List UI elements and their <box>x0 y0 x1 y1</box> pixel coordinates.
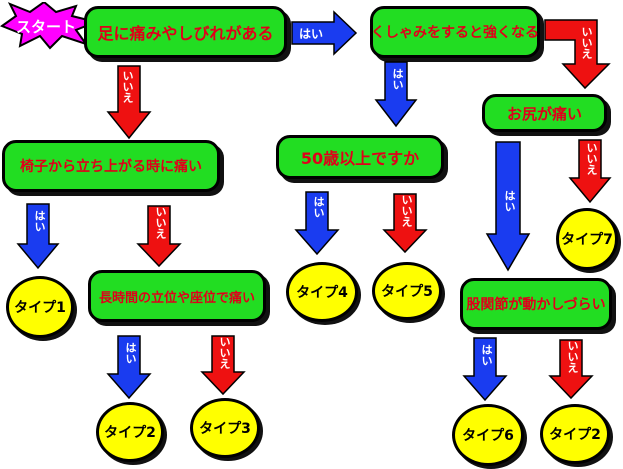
question-leg-pain-text: 足に痛みやしびれがある <box>97 24 274 43</box>
question-leg-pain: 足に痛みやしびれがある <box>84 6 287 58</box>
result-type7-text: タイプ7 <box>561 232 613 248</box>
question-hip-text: 股関節が動かしづらい <box>466 297 606 313</box>
result-type2-right: タイプ2 <box>540 404 610 464</box>
question-buttock: お尻が痛い <box>482 94 607 132</box>
arrow-yes-q5-t4 <box>294 191 340 256</box>
question-standing-up: 椅子から立ち上がる時に痛い <box>2 140 220 192</box>
question-sneeze: くしゃみをすると強くなる <box>370 6 540 58</box>
result-type6-text: タイプ6 <box>462 428 514 444</box>
arrow-no-q2-q3 <box>544 19 611 90</box>
question-long-posture-text: 長時間の立位や座位で痛い <box>98 290 255 306</box>
arrow-no-q6-t3 <box>200 335 246 396</box>
result-type4: タイプ4 <box>286 262 358 322</box>
question-long-posture: 長時間の立位や座位で痛い <box>88 270 266 322</box>
result-type2-left-text: タイプ2 <box>104 425 156 441</box>
question-buttock-text: お尻が痛い <box>506 104 582 123</box>
result-type3-text: タイプ3 <box>199 421 251 437</box>
arrow-yes-q2-q5 <box>374 61 418 128</box>
arrow-no-q7-t2 <box>548 339 594 400</box>
question-sneeze-text: くしゃみをすると強くなる <box>371 25 539 41</box>
result-type6: タイプ6 <box>452 404 524 466</box>
question-age: 50歳以上ですか <box>276 135 444 179</box>
arrow-no-q4-q6 <box>136 205 182 268</box>
result-type1-text: タイプ1 <box>14 300 66 316</box>
arrow-yes-q4-t1 <box>16 203 60 270</box>
arrow-yes-q7-t6 <box>462 337 508 402</box>
arrow-yes-q1-q2: はい <box>291 10 358 56</box>
question-standing-up-text: 椅子から立ち上がる時に痛い <box>20 159 202 175</box>
arrow-no-q3-t7 <box>568 139 612 204</box>
result-type7: タイプ7 <box>556 208 618 270</box>
result-type5-text: タイプ5 <box>381 284 433 300</box>
arrow-yes-q6-t2 <box>106 335 152 400</box>
result-type5: タイプ5 <box>372 262 442 320</box>
result-type1: タイプ1 <box>6 276 74 338</box>
arrow-no-q5-t5 <box>382 193 428 254</box>
question-age-text: 50歳以上ですか <box>300 149 420 168</box>
result-type4-text: タイプ4 <box>296 285 348 301</box>
question-hip: 股関節が動かしづらい <box>460 278 612 330</box>
start-label: スタート <box>16 18 77 36</box>
arrow-yes-q1-q2-label: はい <box>299 27 323 41</box>
arrow-no-q1-q4 <box>106 65 152 140</box>
result-type2-right-text: タイプ2 <box>549 427 601 443</box>
arrow-yes-q3-q7 <box>485 141 531 272</box>
result-type3: タイプ3 <box>190 398 260 458</box>
result-type2-left: タイプ2 <box>96 402 164 462</box>
